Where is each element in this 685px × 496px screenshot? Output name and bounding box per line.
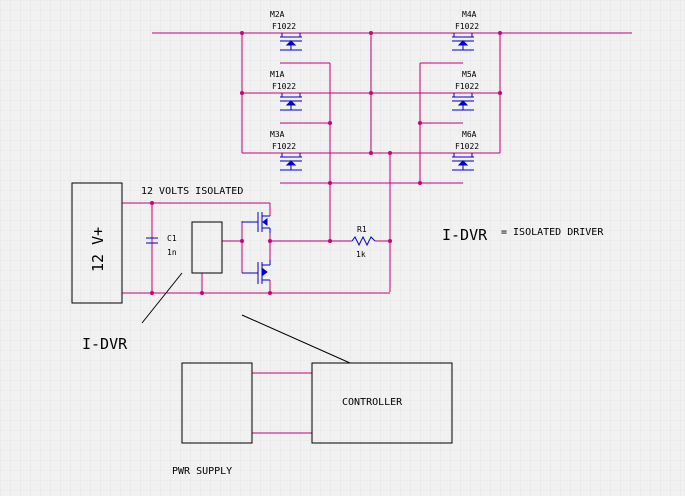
controller-link-line: [241, 314, 351, 364]
isolated-driver-box: [191, 221, 223, 274]
controller-box: [311, 362, 453, 444]
mosfet-ref-label: M5A: [462, 70, 477, 79]
resistor-r1-symbol: [351, 235, 376, 247]
resistor-value-label: 1k: [356, 250, 366, 259]
mosfet-part-label: F1022: [455, 22, 479, 31]
mosfet-part-label: F1022: [272, 82, 296, 91]
driver-transistor-low: [242, 260, 271, 284]
block-outlines: [71, 182, 453, 444]
capacitor-ref-label: C1: [167, 234, 177, 243]
mosfet-ref-label: M1A: [270, 70, 285, 79]
capacitor-value-label: 1n: [167, 248, 177, 257]
mosfet-part-label: F1022: [455, 82, 479, 91]
mosfet-m3a-symbol: [280, 153, 302, 171]
driver-transistor-high: [242, 212, 271, 233]
mosfet-ref-label: M3A: [270, 130, 285, 139]
mosfet-part-label: F1022: [455, 142, 479, 151]
junction-dots: [150, 31, 502, 295]
mosfet-m5a-symbol: [452, 93, 474, 111]
mosfet-ref-label: M6A: [462, 130, 477, 139]
mosfet-part-label: F1022: [272, 142, 296, 151]
driver-callout-line: [141, 272, 183, 324]
driver-callout-label: I-DVR: [82, 335, 128, 353]
mosfet-m2a-symbol: [280, 33, 302, 51]
mosfet-m6a-symbol: [452, 153, 474, 171]
capacitor-c1-symbol: [146, 237, 158, 244]
mosfet-symbols: [146, 33, 474, 284]
power-supply-label: PWR SUPPLY: [172, 466, 232, 477]
resistor-ref-label: R1: [357, 225, 367, 234]
driver-legend-desc: = ISOLATED DRIVER: [501, 227, 604, 238]
power-supply-box: [181, 362, 253, 444]
driver-legend-label: I-DVR: [442, 226, 488, 244]
mosfet-part-label: F1022: [272, 22, 296, 31]
isolated-note-label: 12 VOLTS ISOLATED: [141, 186, 243, 197]
mosfet-ref-label: M2A: [270, 10, 285, 19]
mosfet-ref-label: M4A: [462, 10, 477, 19]
mosfet-m4a-symbol: [452, 33, 474, 51]
supply-box: [71, 182, 123, 304]
controller-label: CONTROLLER: [342, 397, 403, 408]
wiring: [122, 32, 632, 434]
mosfet-m1a-symbol: [280, 93, 302, 111]
supply-voltage-label: 12 V+: [89, 227, 107, 272]
